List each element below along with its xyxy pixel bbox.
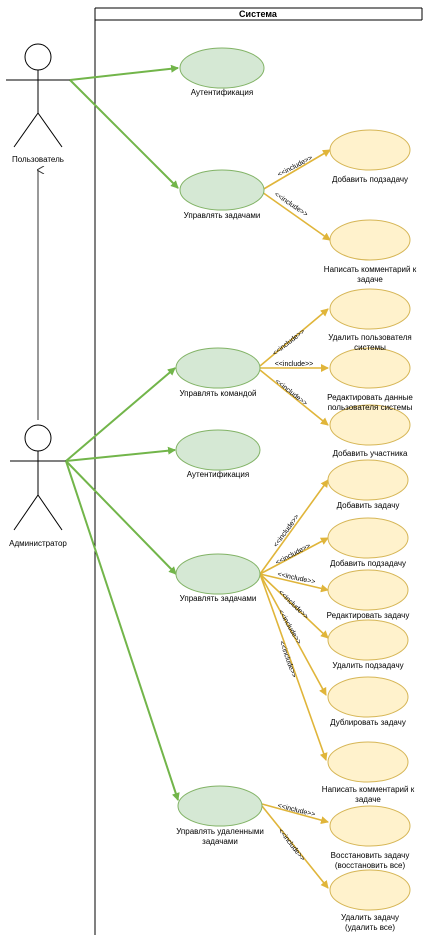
usecase-label: Редактировать данные bbox=[327, 393, 413, 402]
include-label: <<include>> bbox=[278, 640, 298, 679]
usecase-label: задачами bbox=[202, 837, 238, 846]
assoc-user-manage-tasks bbox=[69, 79, 179, 189]
usecase-label: (восстановить все) bbox=[335, 861, 406, 870]
usecase-add-member[interactable] bbox=[329, 404, 411, 446]
usecase-delete-subtask[interactable] bbox=[327, 619, 409, 661]
system-title: Система bbox=[239, 9, 278, 19]
usecase-admin-manage-tasks[interactable] bbox=[175, 553, 261, 595]
usecase-label: Редактировать задачу bbox=[327, 611, 410, 620]
actor-user-head bbox=[24, 43, 52, 71]
assoc-admin-manage-tasks bbox=[65, 460, 177, 575]
actor-admin-label: Администратор bbox=[9, 539, 67, 548]
usecase-add-task[interactable] bbox=[327, 459, 409, 501]
actor-admin-leg-left bbox=[13, 494, 39, 531]
usecase-manage-team[interactable] bbox=[175, 347, 261, 389]
include-label: <<include>> bbox=[275, 361, 314, 368]
include-line bbox=[259, 369, 329, 426]
actor-user[interactable] bbox=[6, 43, 70, 148]
include-label: <<include>> bbox=[277, 155, 314, 179]
usecase-label: Восстановить задачу bbox=[331, 851, 410, 860]
include-label: <<include>> bbox=[272, 328, 307, 357]
usecase-edit-user[interactable] bbox=[329, 347, 411, 389]
usecase-label: Управлять командой bbox=[179, 389, 256, 398]
usecase-label: Добавить подзадачу bbox=[332, 175, 408, 184]
assoc-admin-manage-deleted bbox=[65, 460, 180, 801]
include-line bbox=[261, 803, 329, 825]
include-label: <<include>> bbox=[277, 571, 316, 586]
include-label: <<include>> bbox=[274, 378, 309, 407]
usecase-label: Аутентификация bbox=[191, 88, 253, 97]
usecase-duplicate-task[interactable] bbox=[327, 676, 409, 718]
system-boundary: Система bbox=[94, 7, 423, 935]
usecase-label: Дублировать задачу bbox=[330, 718, 406, 727]
include-label: <<include>> bbox=[277, 828, 306, 863]
include-line bbox=[259, 479, 329, 575]
include-line bbox=[259, 573, 327, 696]
include-line bbox=[259, 537, 329, 575]
include-line bbox=[259, 308, 329, 367]
usecase-delete-user[interactable] bbox=[329, 288, 411, 330]
usecase-label: Аутентификация bbox=[187, 470, 249, 479]
usecase-delete-task[interactable] bbox=[329, 869, 411, 911]
usecase-label: задаче bbox=[357, 275, 383, 284]
usecase-admin-auth[interactable] bbox=[175, 429, 261, 471]
assoc-admin-manage-team bbox=[65, 367, 176, 462]
usecase-label: Удалить пользователя bbox=[328, 333, 411, 342]
usecase-add-subtask[interactable] bbox=[327, 517, 409, 559]
include-labels: <<include>> <<include>> <<include>> <<in… bbox=[272, 155, 316, 863]
usecase-label: Удалить задачу bbox=[341, 913, 399, 922]
actor-admin-leg-right bbox=[37, 494, 63, 531]
usecase-edit-task[interactable] bbox=[327, 569, 409, 611]
usecase-restore-task[interactable] bbox=[329, 805, 411, 847]
actor-user-label: Пользователь bbox=[12, 155, 64, 164]
include-line bbox=[259, 573, 328, 761]
usecase-label: Добавить участника bbox=[333, 449, 408, 458]
include-line bbox=[261, 149, 331, 191]
usecase-labels: Аутентификация Управлять задачами Управл… bbox=[176, 88, 416, 932]
usecase-user-manage-tasks[interactable] bbox=[179, 169, 265, 211]
usecase-add-subtask[interactable] bbox=[329, 129, 411, 171]
usecase-write-comment[interactable] bbox=[329, 219, 411, 261]
usecase-label: (удалить все) bbox=[345, 923, 395, 932]
include-line bbox=[259, 573, 329, 593]
usecase-label: Удалить подзадачу bbox=[332, 661, 403, 670]
assoc-user-auth bbox=[69, 64, 179, 81]
assoc-admin-auth bbox=[65, 446, 176, 462]
usecase-user-auth[interactable] bbox=[179, 47, 265, 89]
usecase-label: Добавить задачу bbox=[337, 501, 400, 510]
actor-user-leg-right bbox=[37, 112, 63, 148]
actor-admin[interactable] bbox=[10, 424, 66, 531]
usecase-label: задаче bbox=[355, 795, 381, 804]
usecase-label: пользователя системы bbox=[328, 403, 413, 412]
include-label: <<include>> bbox=[273, 191, 309, 218]
usecase-label: Написать комментарий к bbox=[322, 785, 415, 794]
actor-user-leg-left bbox=[13, 112, 39, 148]
include-line bbox=[261, 805, 329, 889]
usecase-label: Управлять задачами bbox=[184, 211, 261, 220]
actor-admin-head bbox=[24, 424, 52, 452]
include-line bbox=[259, 573, 329, 639]
usecase-label: Управлять удаленными bbox=[176, 827, 264, 836]
usecase-manage-deleted[interactable] bbox=[177, 785, 263, 827]
usecase-label: Управлять задачами bbox=[180, 594, 257, 603]
usecase-label: Написать комментарий к bbox=[324, 265, 417, 274]
usecase-label: Добавить подзадачу bbox=[330, 559, 406, 568]
include-label: <<include>> bbox=[277, 802, 316, 818]
include-line bbox=[261, 191, 331, 241]
usecase-write-comment[interactable] bbox=[327, 741, 409, 783]
include-label: <<include>> bbox=[273, 513, 301, 548]
usecase-label: системы bbox=[354, 343, 386, 352]
